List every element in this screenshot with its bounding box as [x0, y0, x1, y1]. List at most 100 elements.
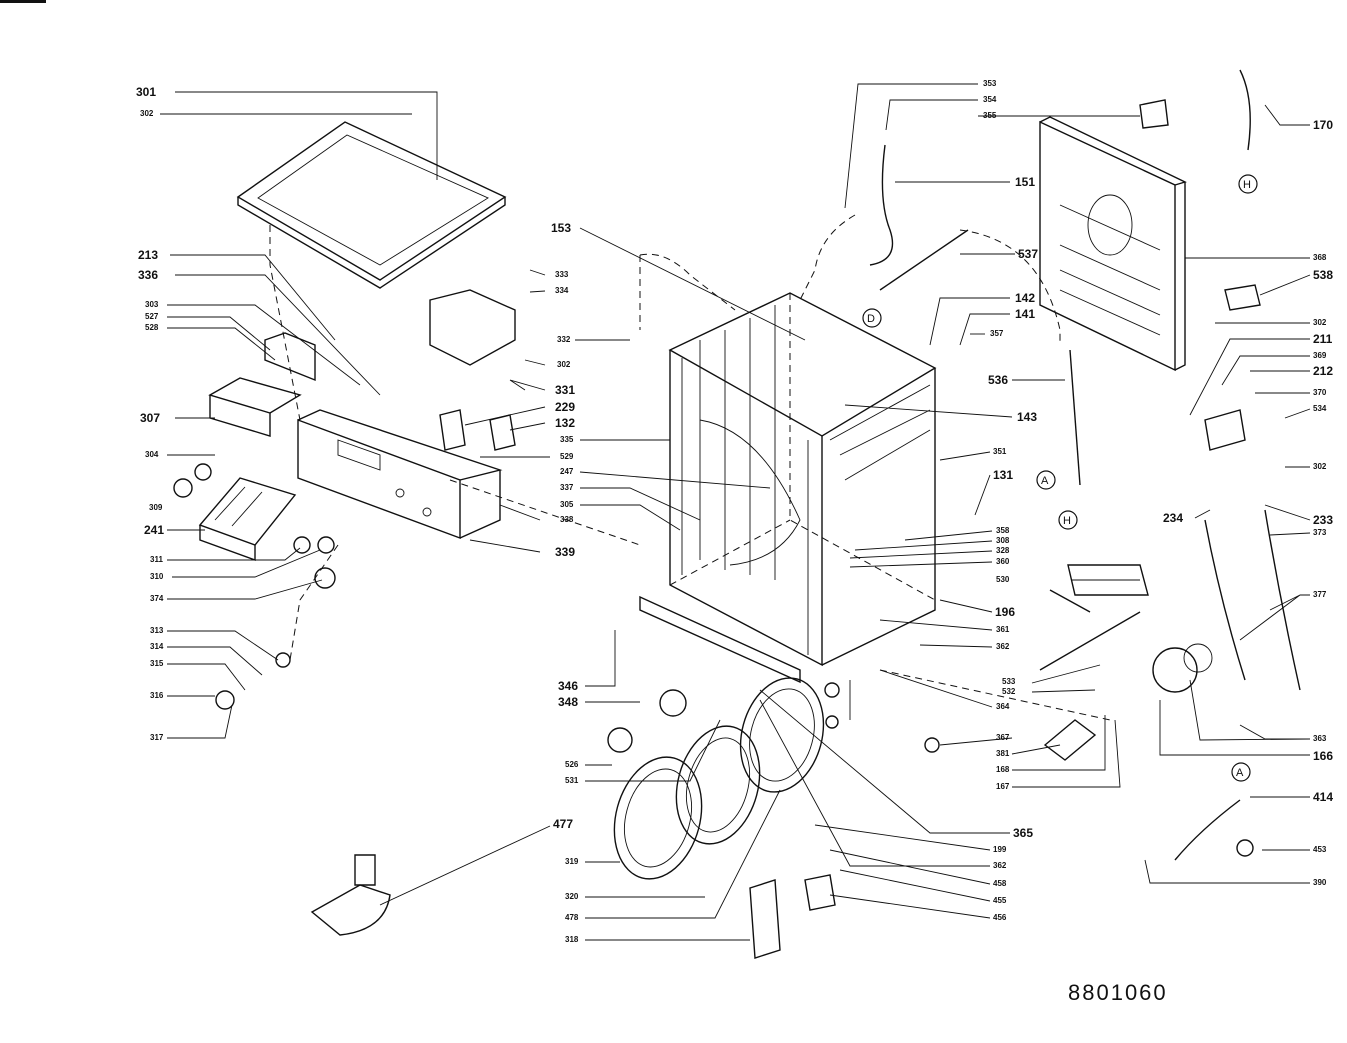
- svg-text:A: A: [1236, 767, 1244, 779]
- label-302c: 302: [1313, 318, 1327, 327]
- label-302b: 302: [557, 360, 571, 369]
- label-414: 414: [1313, 790, 1334, 804]
- label-304: 304: [145, 450, 159, 459]
- cabinet: [668, 292, 937, 667]
- label-363: 363: [1313, 734, 1327, 743]
- connector-markers: H D A H A: [862, 174, 1258, 782]
- label-302d: 302: [1313, 462, 1327, 471]
- label-530: 530: [996, 575, 1010, 584]
- label-355: 355: [983, 111, 997, 120]
- label-453: 453: [1313, 845, 1327, 854]
- label-370: 370: [1313, 388, 1327, 397]
- label-365: 365: [1013, 826, 1034, 840]
- label-381: 381: [996, 749, 1010, 758]
- label-241: 241: [144, 523, 165, 537]
- label-353: 353: [983, 79, 997, 88]
- svg-text:D: D: [867, 313, 875, 325]
- label-455: 455: [993, 896, 1007, 905]
- label-212: 212: [1313, 364, 1334, 378]
- label-315: 315: [150, 659, 164, 668]
- label-332: 332: [557, 335, 571, 344]
- label-361: 361: [996, 625, 1010, 634]
- svg-text:A: A: [1041, 475, 1049, 487]
- label-338: 338: [560, 515, 574, 524]
- label-309: 309: [149, 503, 163, 512]
- label-311: 311: [150, 555, 163, 564]
- label-348: 348: [558, 695, 579, 709]
- label-477: 477: [553, 817, 574, 831]
- label-143: 143: [1017, 410, 1038, 424]
- label-320: 320: [565, 892, 579, 901]
- label-308: 308: [996, 536, 1010, 545]
- label-358: 358: [996, 526, 1010, 535]
- filter-tray: [310, 854, 391, 936]
- label-536: 536: [988, 373, 1009, 387]
- label-141: 141: [1015, 307, 1036, 321]
- label-537: 537: [1018, 247, 1039, 261]
- label-313: 313: [150, 626, 164, 635]
- label-458: 458: [993, 879, 1007, 888]
- label-153: 153: [551, 221, 572, 235]
- label-318: 318: [565, 935, 579, 944]
- label-303: 303: [145, 300, 159, 309]
- label-199: 199: [993, 845, 1007, 854]
- label-151: 151: [1015, 175, 1036, 189]
- label-132: 132: [555, 416, 576, 430]
- label-533: 533: [1002, 677, 1016, 686]
- control-panel: [297, 409, 503, 540]
- label-367: 367: [996, 733, 1010, 742]
- label-534: 534: [1313, 404, 1327, 413]
- label-369: 369: [1313, 351, 1327, 360]
- label-362: 362: [996, 642, 1010, 651]
- label-211: 211: [1313, 332, 1333, 346]
- label-213: 213: [138, 248, 159, 262]
- top-lid: [236, 121, 507, 289]
- label-336: 336: [138, 268, 159, 282]
- label-168: 168: [996, 765, 1010, 774]
- label-233: 233: [1313, 513, 1334, 527]
- label-528: 528: [145, 323, 159, 332]
- label-167: 167: [996, 782, 1010, 791]
- detergent-drawer: [198, 477, 297, 561]
- label-307: 307: [140, 411, 161, 425]
- back-panel: [1039, 116, 1187, 372]
- label-531: 531: [565, 776, 579, 785]
- label-170: 170: [1313, 118, 1334, 132]
- misc-parts: [173, 99, 1261, 959]
- label-334: 334: [555, 286, 569, 295]
- label-131: 131: [993, 468, 1014, 482]
- label-339: 339: [555, 545, 576, 559]
- label-234: 234: [1163, 511, 1184, 525]
- label-328: 328: [996, 546, 1010, 555]
- label-319: 319: [565, 857, 579, 866]
- label-333: 333: [555, 270, 569, 279]
- label-529: 529: [560, 452, 574, 461]
- label-377: 377: [1313, 590, 1327, 599]
- corner-mark: [0, 0, 46, 3]
- label-331: 331: [555, 383, 576, 397]
- svg-text:H: H: [1243, 179, 1251, 191]
- label-314: 314: [150, 642, 164, 651]
- label-310: 310: [150, 572, 164, 581]
- label-357: 357: [990, 329, 1004, 338]
- label-538: 538: [1313, 268, 1334, 282]
- leader-lines: [160, 83, 1311, 941]
- label-301: 301: [136, 85, 157, 99]
- label-360: 360: [996, 557, 1010, 566]
- label-335: 335: [560, 435, 574, 444]
- label-305: 305: [560, 500, 574, 509]
- label-247: 247: [560, 467, 574, 476]
- pump: [1043, 643, 1213, 761]
- label-229: 229: [555, 400, 576, 414]
- label-354: 354: [983, 95, 997, 104]
- label-390: 390: [1313, 878, 1327, 887]
- label-526: 526: [565, 760, 579, 769]
- label-373: 373: [1313, 528, 1327, 537]
- svg-text:H: H: [1063, 515, 1071, 527]
- door-rings: [613, 677, 825, 880]
- small-plate: [264, 332, 316, 382]
- label-166: 166: [1313, 749, 1334, 763]
- label-337: 337: [560, 483, 574, 492]
- label-527: 527: [145, 312, 159, 321]
